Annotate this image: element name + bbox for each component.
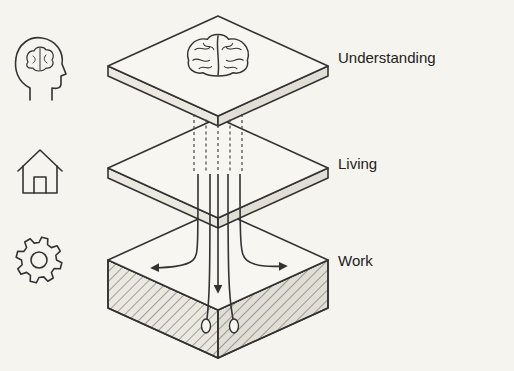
head-icon: [16, 38, 66, 100]
slab-top-face: [108, 16, 328, 116]
slab-shape: [100, 110, 340, 232]
slab-shape: [100, 8, 340, 130]
slab-top-face: [108, 118, 328, 218]
layer-label: Understanding: [338, 49, 436, 67]
slab-top-face: [108, 210, 328, 310]
layer-slab: Work: [100, 200, 379, 362]
house-icon: [18, 150, 62, 193]
gear-icon: [16, 237, 62, 283]
layer-label: Work: [338, 252, 373, 270]
layer-label: Living: [338, 155, 377, 173]
brain-outline: [188, 34, 249, 75]
slab-shape: [100, 200, 340, 362]
brain-illustration: [188, 34, 249, 75]
brain-folds: [222, 43, 243, 68]
layer-slab: Understanding: [100, 8, 442, 130]
brain-folds: [193, 43, 214, 68]
slab-hole: [202, 319, 211, 333]
layer-slab: Living: [100, 110, 383, 232]
gear-outline: [16, 237, 62, 283]
brain-fissure: [217, 36, 218, 75]
slab-hole: [230, 319, 239, 333]
gear-hole: [31, 252, 47, 268]
